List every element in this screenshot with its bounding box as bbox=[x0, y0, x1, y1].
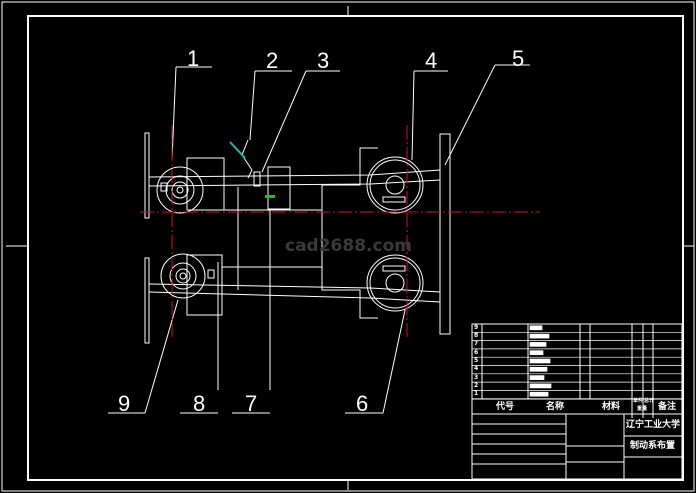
part-label-6: 6 bbox=[356, 391, 369, 416]
parts-row-number: 4 bbox=[474, 365, 479, 373]
rail-left-bottom bbox=[144, 257, 150, 344]
parts-row-number: 5 bbox=[474, 357, 479, 364]
centerlines bbox=[140, 125, 540, 340]
parts-row-name-bar bbox=[529, 358, 551, 364]
part-label-1: 1 bbox=[187, 46, 200, 71]
parts-row-number: 3 bbox=[474, 373, 479, 381]
part-label-9: 9 bbox=[118, 391, 131, 416]
parts-row-name-bar bbox=[529, 325, 543, 331]
part-label-3: 3 bbox=[317, 48, 330, 73]
parts-row-number: 7 bbox=[474, 340, 479, 348]
parts-row-name-bar bbox=[529, 366, 548, 372]
header-remark: 备注 bbox=[658, 402, 677, 412]
inner-border bbox=[27, 15, 684, 481]
parts-row-name-bar bbox=[529, 383, 552, 389]
drawing-title: 制动系布置 bbox=[630, 441, 676, 451]
parts-row-name-bar bbox=[529, 342, 547, 347]
part-label-4: 4 bbox=[425, 48, 438, 73]
green-marker bbox=[265, 195, 275, 198]
pedal-cyan bbox=[229, 141, 246, 159]
rail-left-top bbox=[144, 132, 150, 219]
part-label-8: 8 bbox=[193, 391, 206, 416]
parts-row-name-bar bbox=[529, 375, 545, 380]
part-label-5: 5 bbox=[512, 46, 525, 71]
part-label-7: 7 bbox=[245, 391, 258, 416]
parts-row-number: 2 bbox=[474, 381, 479, 389]
parts-row-number: 8 bbox=[474, 332, 479, 340]
parts-row-number: 9 bbox=[474, 323, 479, 331]
school-name: 辽宁工业大学 bbox=[626, 420, 681, 430]
part-label-2: 2 bbox=[266, 48, 279, 73]
rail-right bbox=[439, 133, 451, 335]
header-name: 名称 bbox=[546, 402, 565, 412]
parts-row-name-bar bbox=[529, 391, 549, 397]
parts-row-number: 1 bbox=[474, 390, 479, 398]
parts-row-number: 6 bbox=[474, 348, 479, 356]
header-total-weight: 总计 bbox=[644, 398, 655, 404]
header-weight: 重量 bbox=[637, 406, 648, 412]
parts-row-name-bar bbox=[529, 333, 550, 339]
parts-row-name-bar bbox=[529, 350, 544, 356]
watermark: cad2688.com bbox=[285, 236, 412, 256]
header-code: 代号 bbox=[496, 402, 515, 412]
header-unit-weight: 单件 bbox=[633, 398, 644, 404]
header-material: 材料 bbox=[602, 402, 621, 412]
